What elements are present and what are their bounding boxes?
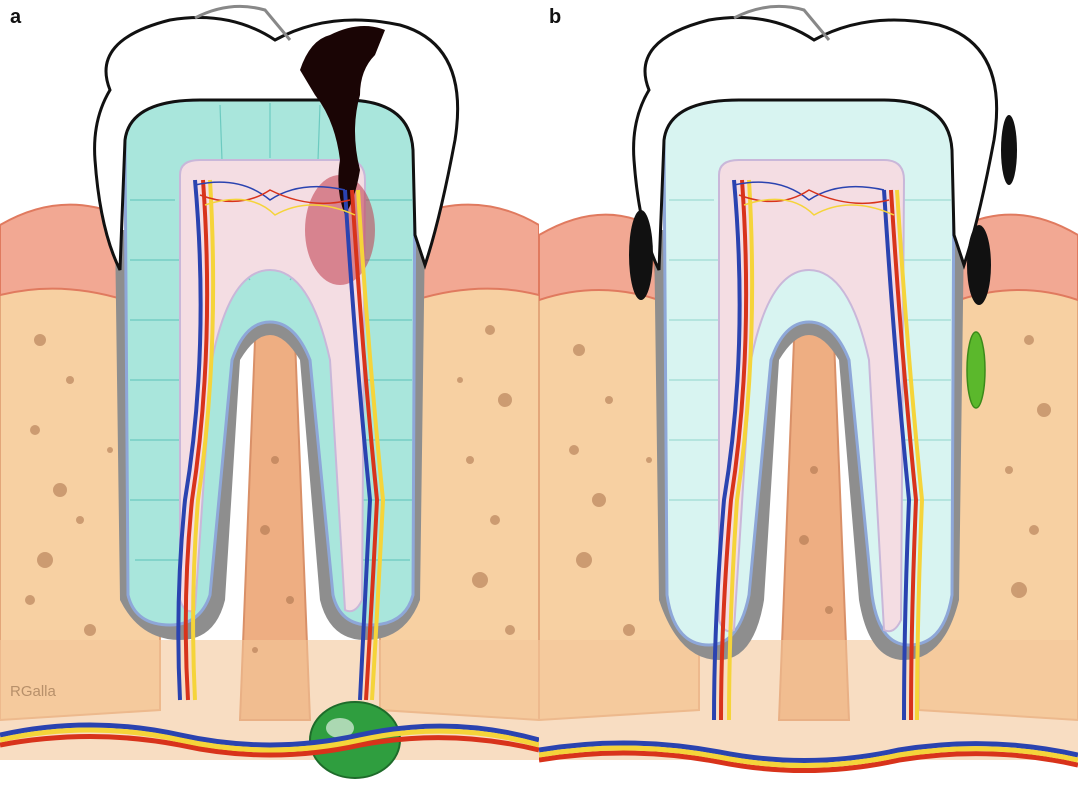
panel-label-a: a bbox=[10, 6, 21, 29]
panel-b: b bbox=[539, 0, 1078, 793]
tooth-illustration-a bbox=[0, 0, 539, 793]
basal-bone bbox=[0, 640, 539, 760]
panel-a: a RGalla bbox=[0, 0, 539, 793]
tooth-illustration-b bbox=[539, 0, 1078, 793]
artist-signature: RGalla bbox=[10, 683, 56, 700]
subgingival-plaque bbox=[967, 332, 985, 408]
calculus-right-upper bbox=[1001, 115, 1017, 185]
calculus-right-lower bbox=[967, 225, 991, 305]
calculus-left bbox=[629, 210, 653, 300]
panel-label-b: b bbox=[549, 6, 561, 29]
